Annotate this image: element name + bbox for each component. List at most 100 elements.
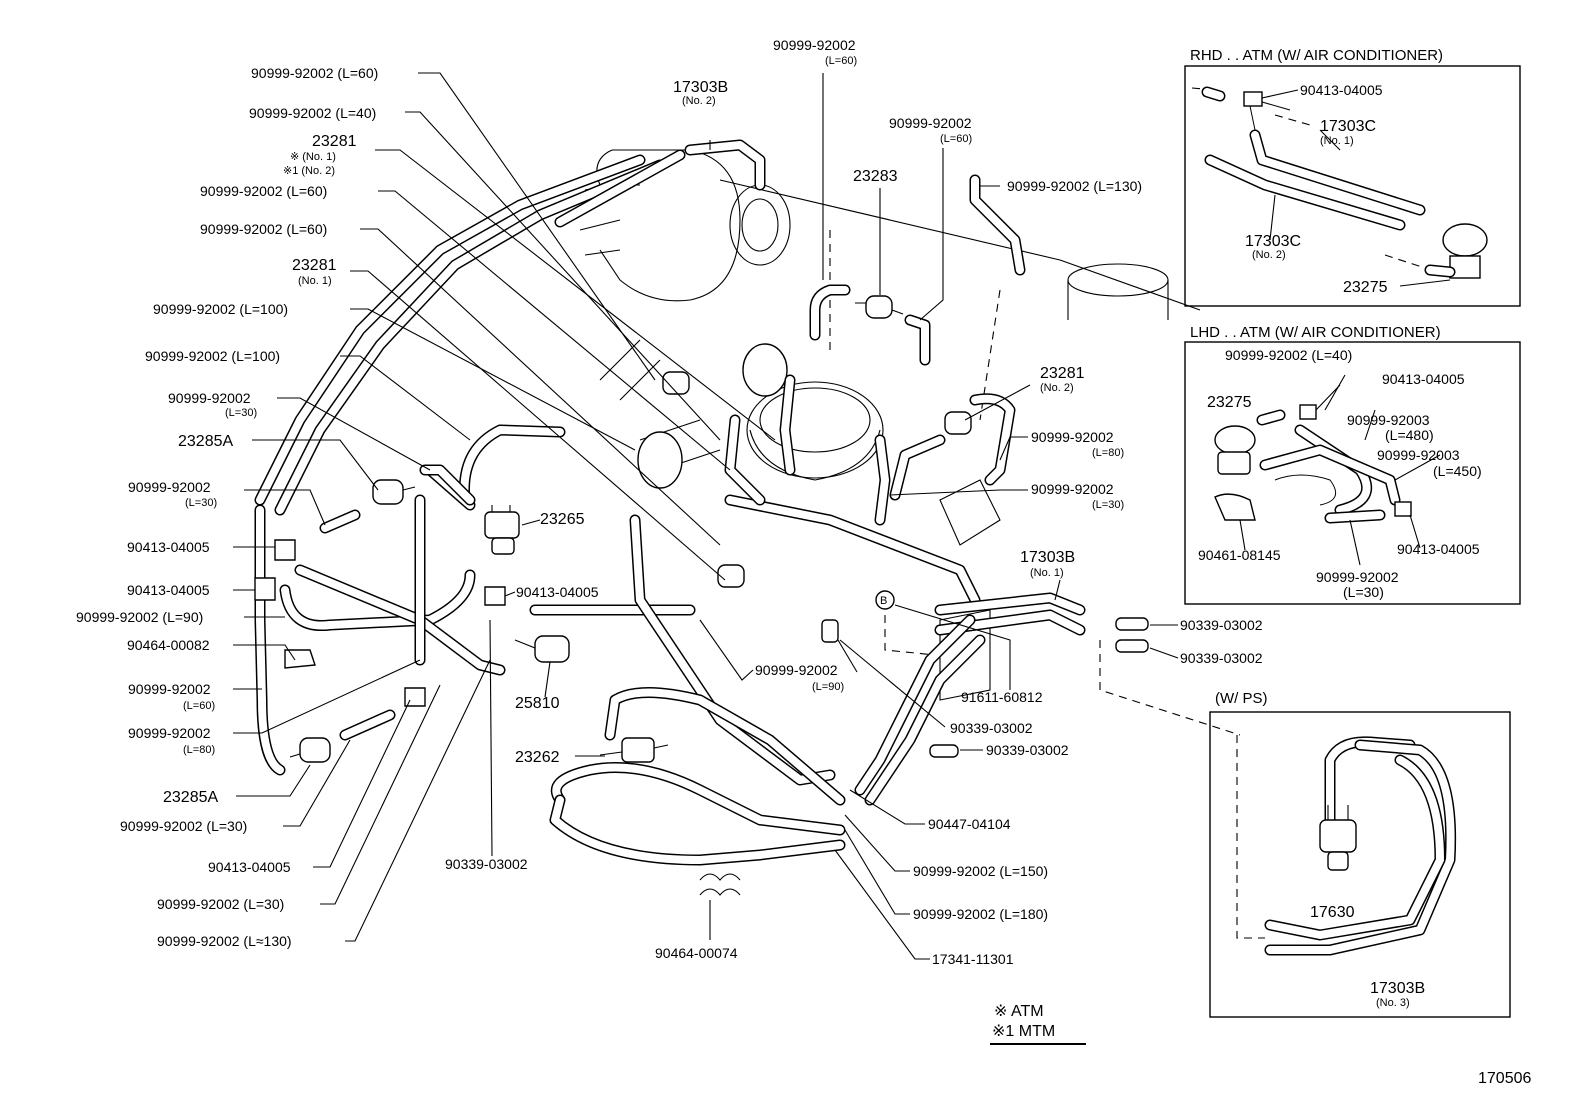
part-label: (No. 1) [1030, 567, 1064, 579]
inset-lhd-title: LHD . . ATM (W/ AIR CONDITIONER) [1190, 324, 1441, 341]
part-label: 90999-92002 (L=60) [251, 65, 378, 81]
valve-23281-center-icon [717, 564, 745, 588]
part-label: (L=450) [1433, 463, 1482, 479]
part-label: 90999-92002 [128, 479, 211, 495]
tee-connector-icon [254, 539, 506, 707]
labels-right: 23281 (No. 2) 90999-92002 (L=80) 90999-9… [913, 365, 1263, 967]
part-label: 90999-92002 (L=60) [200, 183, 327, 199]
inset-rhd-title: RHD . . ATM (W/ AIR CONDITIONER) [1190, 47, 1443, 64]
part-label: (No. 3) [1376, 997, 1410, 1009]
part-label: (L=80) [183, 744, 215, 756]
part-label: (L=30) [225, 407, 257, 419]
part-label: 90999-92002 [1031, 481, 1114, 497]
part-label: (L=60) [940, 133, 972, 145]
part-label: (L=30) [1092, 499, 1124, 511]
part-label: (L=30) [1343, 584, 1384, 600]
part-label: 23262 [515, 749, 560, 766]
part-label: 90999-92002 (L=40) [249, 105, 376, 121]
filter-23283-icon [855, 295, 904, 319]
part-label: 17630 [1310, 904, 1355, 921]
clamp-90464-00082-icon [284, 649, 316, 669]
legend-mtm: ※1 MTM [992, 1023, 1055, 1040]
diagram-id: 170506 [1478, 1070, 1531, 1087]
part-label: 90999-92002 (L=180) [913, 906, 1048, 922]
part-label: 25810 [515, 695, 560, 712]
part-label: (No. 1) [1320, 135, 1354, 147]
part-label: 23281 [292, 257, 337, 274]
part-label: 17341-11301 [932, 951, 1014, 967]
part-label: 90999-92002 [128, 725, 211, 741]
part-label: (L=60) [825, 55, 857, 67]
part-label: (No. 2) [1040, 382, 1074, 394]
vacuum-switch-23265-icon [484, 505, 520, 555]
part-label: 23265 [540, 511, 585, 528]
part-label: 90339-03002 [986, 742, 1069, 758]
part-label: B [880, 595, 887, 607]
clamp-90464-00074-icon [699, 873, 741, 896]
part-label: 90339-03002 [445, 856, 528, 872]
inset-rhd: RHD . . ATM (W/ AIR CONDITIONER) 90413-0… [1184, 47, 1521, 307]
part-label: 90413-04005 [1397, 541, 1480, 557]
labels-left: 90999-92002 (L=60) 90999-92002 (L=40) 23… [76, 65, 378, 949]
engine-outline [579, 149, 1201, 701]
part-label: 90999-92002 [1316, 569, 1399, 585]
part-label: 90339-03002 [1180, 650, 1263, 666]
part-label: 90999-92002 [773, 37, 856, 53]
part-label: 90999-92002 [755, 662, 838, 678]
part-label: 90999-92002 (L≈130) [157, 933, 292, 949]
part-label: 17303B [673, 79, 728, 96]
part-label: 23285A [163, 789, 218, 806]
part-label: 23283 [853, 168, 898, 185]
vacuum-switch-23262-icon [599, 737, 669, 763]
part-label: 90464-00082 [127, 637, 210, 653]
legend: ※ ATM ※1 MTM [990, 1003, 1086, 1045]
part-label: 90999-92002 (L=60) [200, 221, 327, 237]
part-label: 90999-92003 [1377, 447, 1460, 463]
part-label: 17303C [1320, 118, 1376, 135]
part-label: (L=90) [812, 681, 844, 693]
legend-atm: ※ ATM [994, 1003, 1044, 1020]
part-label: (L=30) [185, 497, 217, 509]
part-label: 90413-04005 [516, 584, 599, 600]
part-label: ※1 (No. 2) [283, 165, 335, 177]
filter-23285a-lower-icon [289, 737, 331, 763]
part-label: 90339-03002 [1180, 617, 1263, 633]
part-label: 90999-92002 (L=90) [76, 609, 203, 625]
part-label: 91611-60812 [961, 689, 1043, 705]
part-label: 90999-92002 (L=30) [157, 896, 284, 912]
part-label: 90999-92002 (L=130) [1007, 178, 1142, 194]
part-label: 90447-04104 [928, 816, 1011, 832]
plug-90339-icon [821, 617, 1149, 758]
inset-ps: (W/ PS) 17630 17303B (No. 3) [1209, 690, 1511, 1018]
part-label: 90413-04005 [1300, 82, 1383, 98]
labels-top: 17303B (No. 2) 90999-92002 (L=60) 90999-… [673, 37, 1142, 194]
valve-25810-icon [514, 635, 570, 663]
part-label: 90464-00074 [655, 945, 738, 961]
part-label: 90461-08145 [1198, 547, 1281, 563]
part-label: 23285A [178, 433, 233, 450]
part-label: 23281 [312, 133, 357, 150]
part-label: 17303B [1370, 980, 1425, 997]
inset-lhd: LHD . . ATM (W/ AIR CONDITIONER) 90999-9… [1184, 324, 1521, 605]
valve-23281-no2-icon [944, 411, 972, 435]
part-label: 90999-92002 [1031, 429, 1114, 445]
filter-23285a-upper-icon [372, 479, 416, 505]
leader-lines [233, 72, 1241, 960]
part-label: 90999-92002 [889, 115, 972, 131]
part-label: 90999-92002 (L=100) [145, 348, 280, 364]
marker-b-icon [875, 590, 895, 610]
part-label: 90413-04005 [208, 859, 291, 875]
part-label: 23275 [1207, 394, 1252, 411]
part-label: 90413-04005 [1382, 371, 1465, 387]
part-label: (L=480) [1385, 427, 1434, 443]
part-label: 90999-92002 [168, 390, 251, 406]
valve-23281-no1-icon [662, 371, 690, 395]
part-label: (No. 2) [1252, 249, 1286, 261]
hoses-main [254, 139, 1086, 866]
part-label: 17303B [1020, 549, 1075, 566]
part-label: 90999-92002 (L=40) [1225, 347, 1352, 363]
part-label: 17303C [1245, 233, 1301, 250]
part-label: 90999-92002 [128, 681, 211, 697]
part-label: 23281 [1040, 365, 1085, 382]
